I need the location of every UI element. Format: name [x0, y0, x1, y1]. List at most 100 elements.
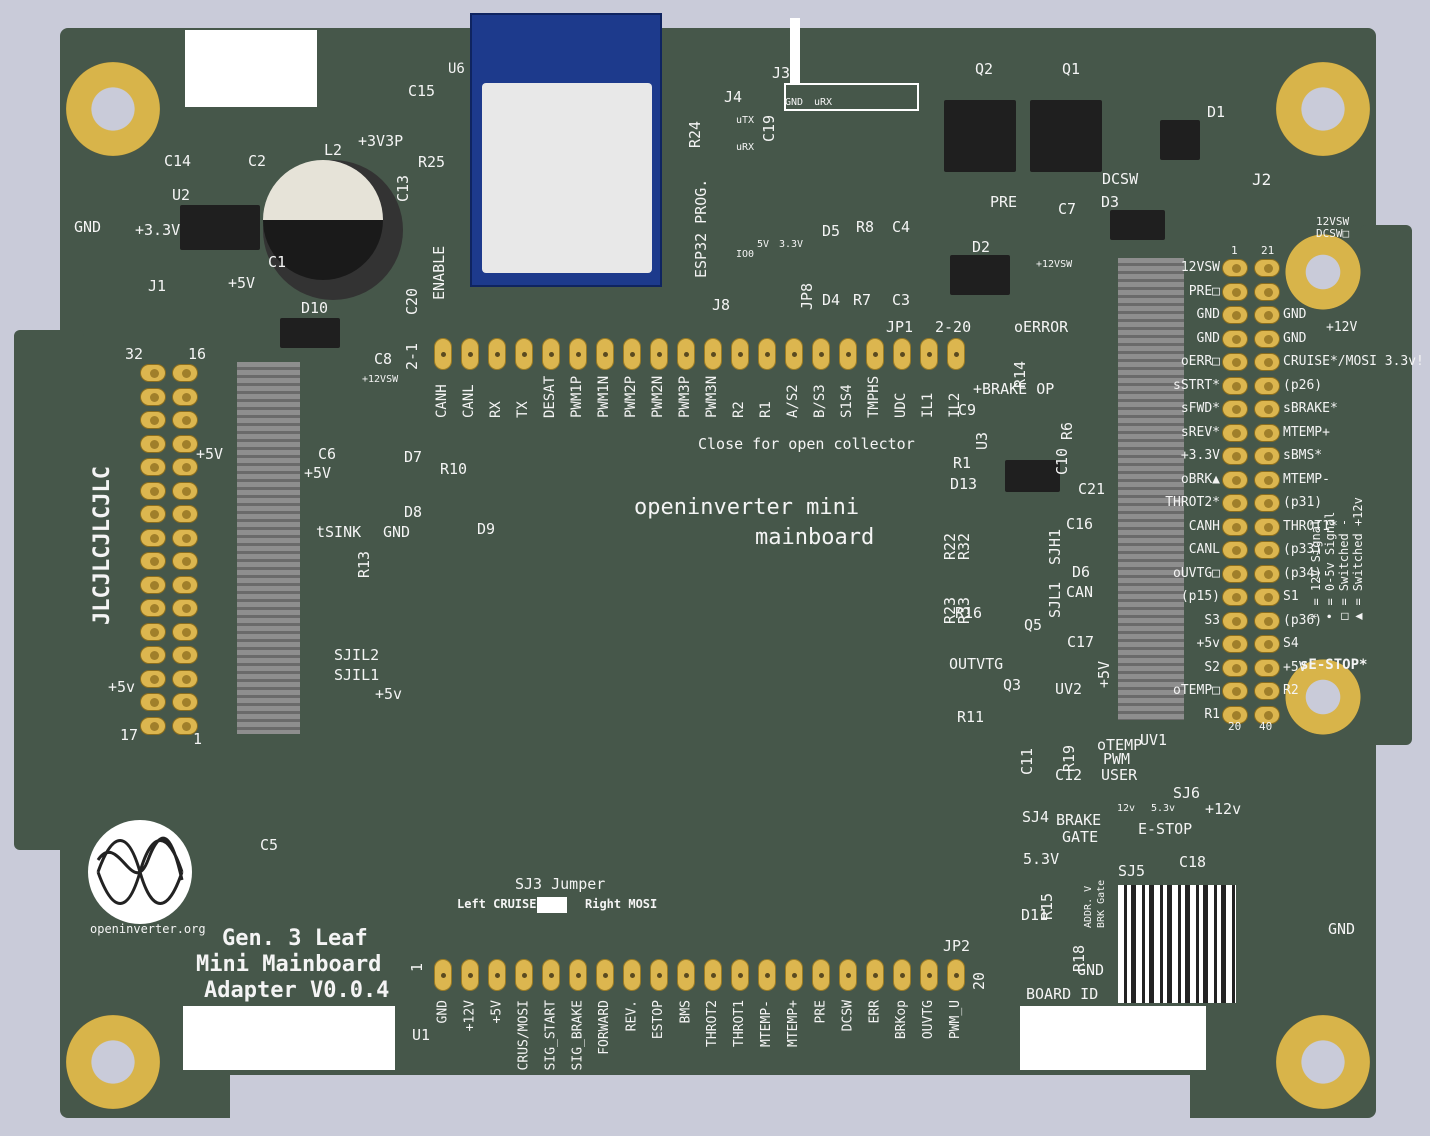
jp1-pad: [461, 338, 479, 370]
j2-pad: [1222, 329, 1248, 348]
designator-v5: 5V: [757, 239, 770, 250]
designator-outvtg: OUTVTG: [949, 655, 1004, 673]
designator-dcsw: DCSW: [1102, 170, 1139, 188]
designator-addr: ADDR. V: [1083, 885, 1094, 928]
designator-j4: J4: [724, 88, 743, 106]
j1-pad: [172, 411, 198, 429]
jp1-pad: [812, 338, 830, 370]
j2-pad: [1222, 635, 1248, 653]
j2-col1-bot: 20: [1228, 720, 1242, 733]
designator-gnd4: GND: [383, 523, 411, 541]
jp2-pin1: 1: [408, 962, 426, 972]
designator-c1: C1: [268, 253, 287, 271]
j2-pad: [1254, 423, 1280, 442]
jp1-pin-label: TMPHS: [866, 375, 882, 418]
designator-p5vb: +5V: [196, 445, 224, 463]
designator-sj6: SJ6: [1173, 784, 1201, 802]
designator-u2: U2: [172, 186, 191, 204]
j1-pad: [140, 387, 166, 406]
diode-d2: [950, 255, 1010, 295]
j2-pad: [1222, 306, 1248, 324]
j2-col2-bot: 40: [1259, 720, 1273, 733]
jp1-pin-label: PWM2N: [650, 375, 666, 418]
designator-p12v: +12v: [1205, 800, 1242, 818]
designator-enable: ENABLE: [430, 245, 448, 300]
mounting-hole: [66, 62, 160, 156]
designator-n16: 16: [188, 345, 207, 363]
j2-pad: [1222, 705, 1248, 724]
j3-header-outline: [784, 83, 919, 111]
designator-r11: R11: [957, 708, 985, 726]
jp1-pin-label: DESAT: [542, 375, 558, 418]
jp1-pin-label: CANH: [434, 384, 450, 418]
designator-j3gnd: GND: [785, 97, 804, 108]
center-title-2: mainboard: [755, 525, 875, 550]
j2-note-12vsw: 12VSW: [1316, 215, 1350, 228]
designator-gnd1: GND: [74, 218, 102, 236]
designator-uv1: UV1: [1140, 731, 1168, 749]
j2-pad: [1254, 259, 1280, 277]
designator-utx: uTX: [736, 115, 755, 126]
designator-gate: GATE: [1062, 828, 1099, 846]
j1-pad: [172, 599, 198, 617]
designator-p12vsw2: +12VSW: [362, 374, 399, 385]
designator-d6: D6: [1072, 563, 1091, 581]
j3-pin: [790, 18, 800, 83]
component-d13: [1005, 460, 1060, 492]
j2-right-label: R2: [1283, 683, 1299, 698]
designator-d1: D1: [1207, 103, 1226, 121]
j2-name: J2: [1252, 170, 1272, 189]
j2-left-label: oUVTG□: [1173, 565, 1220, 581]
openinverter-logo: [88, 820, 192, 924]
designator-sjl1: SJL1: [1046, 581, 1064, 618]
designator-d3: D3: [1101, 193, 1120, 211]
designator-c20: C20: [403, 287, 421, 315]
j1-pad: [140, 575, 166, 594]
jp1-pin-label: PWM3N: [704, 375, 720, 418]
j2-left-label: (p15): [1180, 589, 1220, 604]
j1-pad: [172, 575, 198, 594]
j2-pad: [1222, 682, 1248, 700]
j2-pad: [1222, 400, 1248, 418]
designator-r13: R13: [355, 550, 373, 578]
j1-pad: [172, 552, 198, 570]
sj3-left-label: Left CRUISE: [457, 897, 537, 911]
j1-pad: [172, 481, 198, 500]
jp2-pin-label: GND: [435, 1000, 450, 1024]
j2-left-label: oTEMP□: [1173, 683, 1220, 698]
designator-urx: uRX: [736, 142, 755, 153]
jp2-pad: [461, 959, 479, 991]
jp1-pin-label: IL1: [920, 392, 936, 418]
j2-pad: [1222, 259, 1248, 277]
regulator-u2: [180, 205, 260, 250]
designator-c18: C18: [1179, 853, 1207, 871]
designator-c19: C19: [760, 114, 778, 142]
designator-jp8: JP8: [798, 282, 816, 310]
j2-right-label: sBMS*: [1283, 448, 1323, 463]
jp2-pin-label: SIG_BRAKE: [570, 1000, 585, 1071]
designator-c7: C7: [1058, 200, 1077, 218]
jp2-pin-label: THROT1: [732, 1000, 747, 1047]
jp2-pad: [569, 959, 587, 991]
j2-left-label: sFWD*: [1180, 401, 1220, 416]
jp1-range: 2-20: [935, 318, 972, 336]
j2-pad: [1222, 353, 1248, 371]
transistor-q2: [944, 100, 1016, 172]
j2-left-label: PRE□: [1188, 283, 1220, 299]
designator-v33: 3.3V: [779, 239, 804, 250]
jp1-pin-label: PWM2P: [623, 375, 639, 418]
jp1-pin-label: PWM1N: [596, 375, 612, 418]
designator-u1: U1: [412, 1026, 431, 1044]
j1-pad: [140, 364, 166, 382]
board-edge-right: [1360, 225, 1412, 745]
label-area: [183, 1006, 395, 1070]
j2-estop: sE-STOP*: [1300, 657, 1368, 673]
j1-pad: [140, 716, 166, 735]
jp2-pin-label: +12V: [462, 1000, 477, 1032]
designator-q2: Q2: [975, 60, 994, 78]
j1-pad: [172, 646, 198, 664]
designator-d8: D8: [404, 503, 423, 521]
designator-d7: D7: [404, 448, 423, 466]
designator-sjil1: SJIL1: [334, 666, 380, 684]
jp2-pad: [785, 959, 803, 991]
